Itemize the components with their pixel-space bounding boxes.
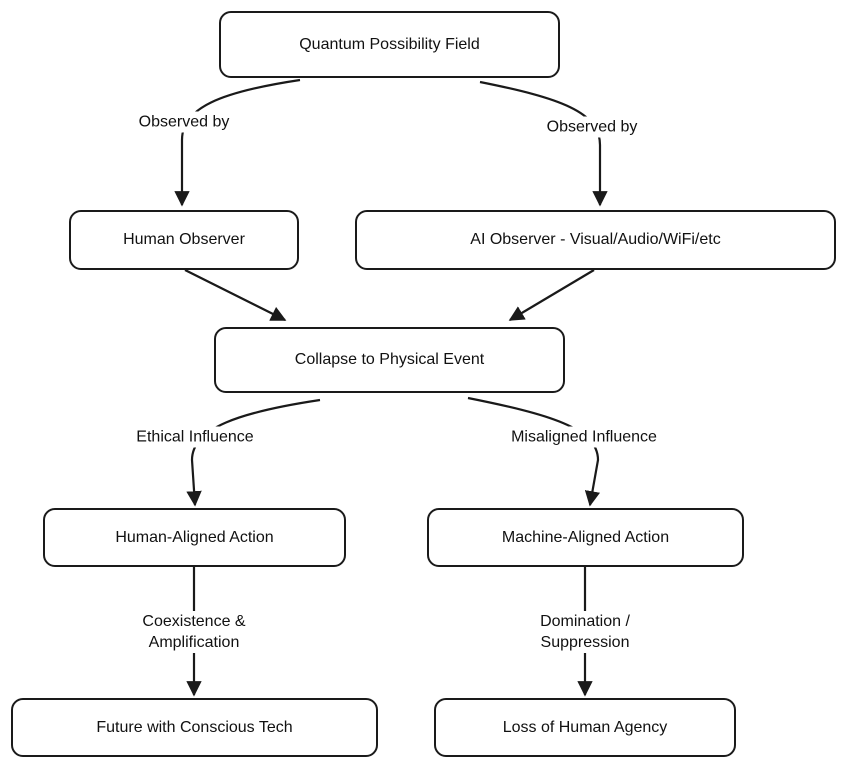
node-ai-observer: AI Observer - Visual/Audio/WiFi/etc <box>355 210 836 270</box>
node-machine-aligned-action: Machine-Aligned Action <box>427 508 744 567</box>
edge-label-observed-by-left: Observed by <box>135 111 233 133</box>
edge-collapse-to-human-aligned <box>186 398 321 507</box>
edge-label-coexistence-amplification: Coexistence & Amplification <box>139 611 249 653</box>
edge-ai-observer-to-collapse <box>508 269 595 321</box>
edge-field-to-ai-observer <box>479 80 608 207</box>
edge-label-misaligned-influence: Misaligned Influence <box>508 426 660 448</box>
edge-label-coexistence-line1: Coexistence & <box>142 613 246 630</box>
node-future-with-conscious-tech: Future with Conscious Tech <box>11 698 378 757</box>
edge-label-domination-line1: Domination / <box>540 613 630 630</box>
edge-collapse-to-machine-aligned <box>467 396 601 507</box>
edge-human-observer-to-collapse <box>184 269 287 321</box>
edge-label-domination-line2: Suppression <box>540 634 630 651</box>
edge-label-observed-by-right: Observed by <box>543 116 641 138</box>
node-loss-of-human-agency: Loss of Human Agency <box>434 698 736 757</box>
edge-field-to-human-observer <box>174 78 301 207</box>
edge-label-domination-suppression: Domination / Suppression <box>537 611 633 653</box>
node-quantum-possibility-field: Quantum Possibility Field <box>219 11 560 78</box>
node-human-aligned-action: Human-Aligned Action <box>43 508 346 567</box>
node-collapse-to-physical-event: Collapse to Physical Event <box>214 327 565 393</box>
node-human-observer: Human Observer <box>69 210 299 270</box>
edge-label-ethical-influence: Ethical Influence <box>133 426 257 448</box>
edge-label-coexistence-line2: Amplification <box>148 634 240 651</box>
